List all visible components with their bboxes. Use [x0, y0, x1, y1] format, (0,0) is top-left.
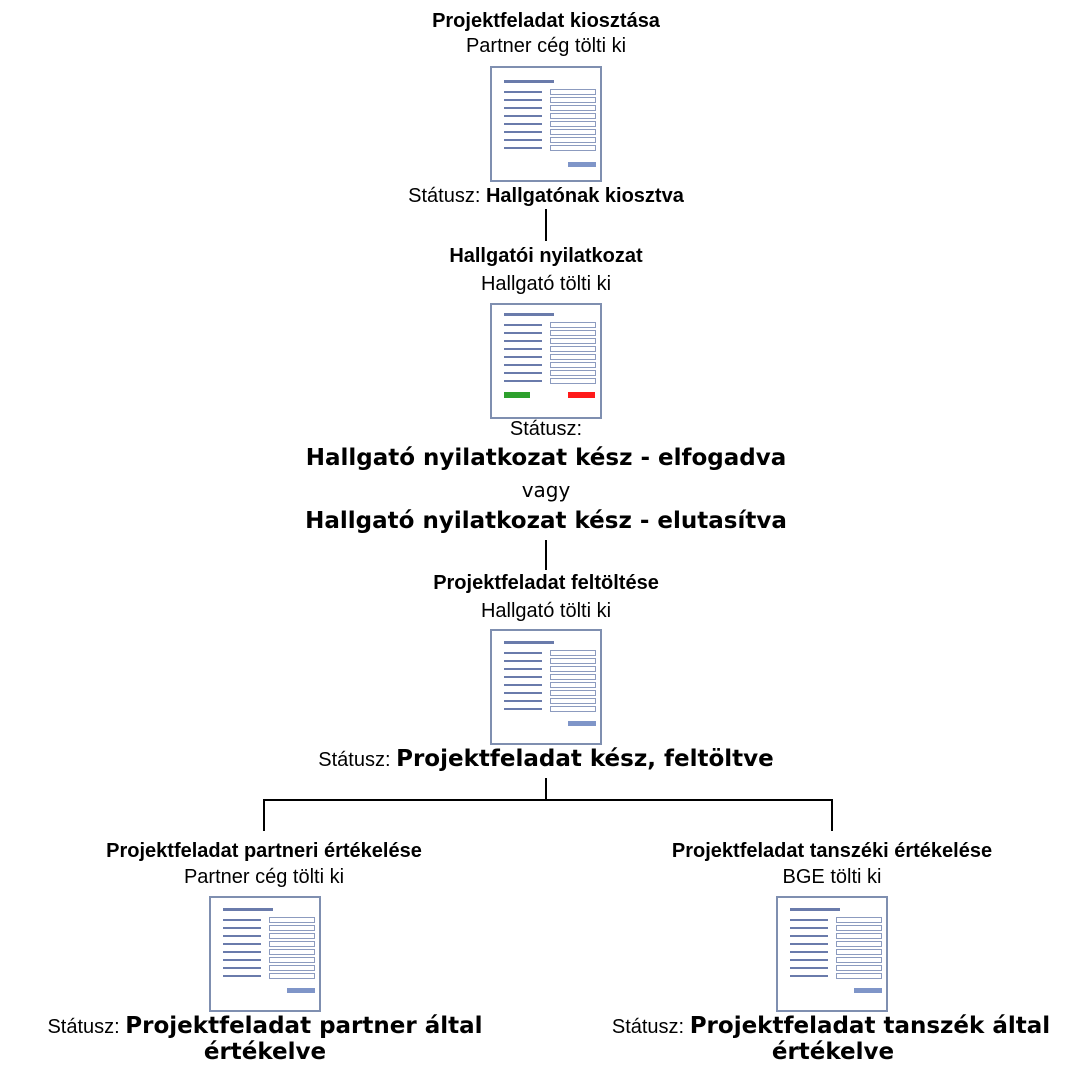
- connector-3: [545, 778, 547, 800]
- partner-eval-filled-by: Partner cég tölti ki: [183, 866, 345, 888]
- dept-eval-title: Projektfeladat tanszéki értékelése: [671, 840, 993, 862]
- partner-eval-status: Státusz: Projektfeladat partner által: [0, 1012, 530, 1040]
- dept-eval-filled-by: BGE tölti ki: [782, 866, 882, 888]
- upload-status-value: Projektfeladat kész, feltöltve: [396, 746, 774, 772]
- declaration-status-rejected: Hallgató nyilatkozat kész - elutasítva: [305, 508, 787, 534]
- form-icon: [490, 629, 602, 745]
- upload-title: Projektfeladat feltöltése: [433, 572, 659, 594]
- upload-filled-by: Hallgató tölti ki: [480, 600, 612, 622]
- partner-eval-title: Projektfeladat partneri értékelése: [106, 840, 422, 862]
- dept-eval-status: Státusz: Projektfeladat tanszék által: [570, 1012, 1092, 1040]
- partner-eval-status-line2: értékelve: [203, 1039, 327, 1065]
- status-prefix: Státusz:: [408, 185, 481, 207]
- declaration-form-icon: [490, 303, 602, 419]
- form-icon: [776, 896, 888, 1012]
- declaration-filled-by: Hallgató tölti ki: [480, 273, 612, 295]
- declaration-status-accepted: Hallgató nyilatkozat kész - elfogadva: [305, 445, 787, 471]
- branch-horizontal: [263, 799, 833, 801]
- assign-status: Státusz: Hallgatónak kiosztva: [296, 183, 796, 209]
- form-icon: [209, 896, 321, 1012]
- dept-eval-status-line1: Projektfeladat tanszék által: [689, 1013, 1051, 1039]
- status-prefix: Státusz:: [47, 1016, 120, 1038]
- connector-2: [545, 540, 547, 570]
- connector-1: [545, 209, 547, 241]
- assign-status-value: Hallgatónak kiosztva: [485, 185, 684, 207]
- upload-status: Státusz: Projektfeladat kész, feltöltve: [196, 745, 896, 773]
- declaration-status-label: Státusz:: [509, 418, 583, 440]
- branch-right: [831, 799, 833, 831]
- status-prefix: Státusz:: [318, 749, 391, 771]
- form-icon: [490, 66, 602, 182]
- assign-title: Projektfeladat kiosztása: [432, 10, 660, 32]
- dept-eval-status-line2: értékelve: [771, 1039, 895, 1065]
- assign-filled-by: Partner cég tölti ki: [465, 35, 627, 57]
- partner-eval-status-line1: Projektfeladat partner által: [125, 1013, 483, 1039]
- declaration-or: vagy: [521, 478, 571, 502]
- branch-left: [263, 799, 265, 831]
- status-prefix: Státusz:: [611, 1016, 685, 1038]
- declaration-title: Hallgatói nyilatkozat: [449, 245, 643, 267]
